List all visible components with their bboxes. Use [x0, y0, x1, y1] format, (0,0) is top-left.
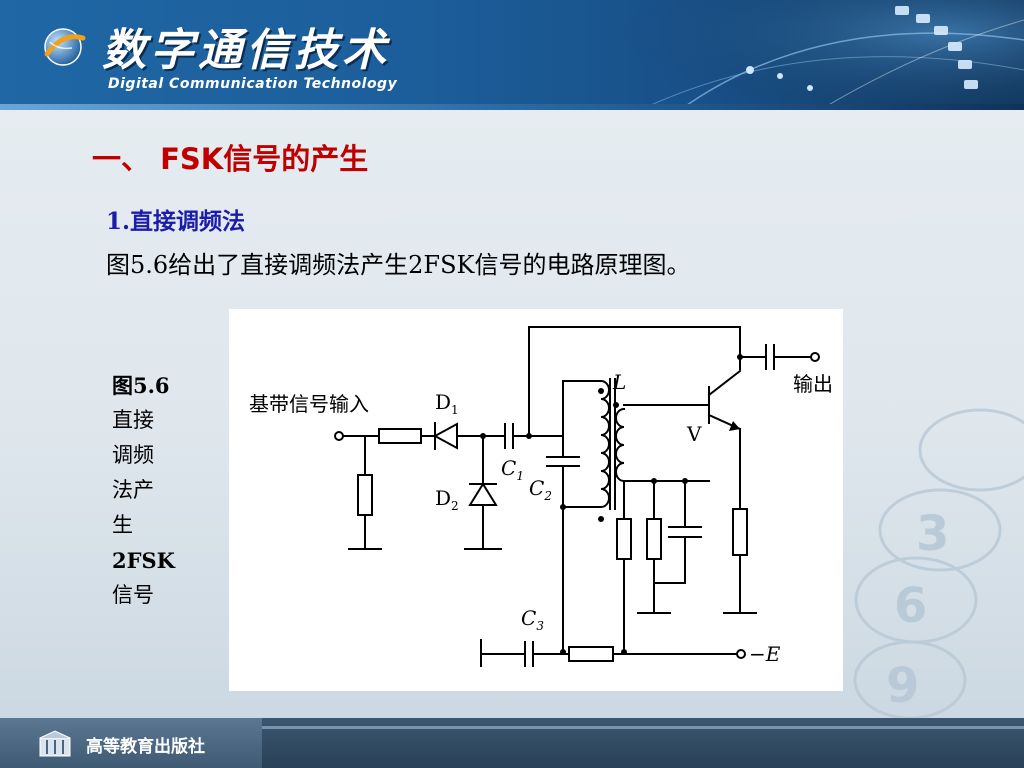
c3-label: C3 — [521, 606, 544, 633]
footer-bar: 高等教育出版社 — [0, 718, 1024, 768]
section-heading: 一、 FSK信号的产生 — [92, 142, 369, 176]
transistor-label: V — [686, 422, 702, 446]
svg-text:3: 3 — [916, 506, 949, 562]
d2-label: D2 — [435, 486, 459, 513]
header-decoration-icon — [620, 0, 1024, 110]
publisher-name: 高等教育出版社 — [86, 737, 205, 757]
c1-label: C1 — [501, 456, 524, 483]
footer-divider — [262, 726, 1024, 729]
caption-line: 调频 — [112, 443, 154, 467]
caption-line: 生 — [112, 513, 133, 537]
header-subtitle: Digital Communication Technology — [108, 76, 398, 92]
inductor-label: L — [612, 370, 626, 394]
circuit-diagram: 基带信号输入 D1 D2 C1 C2 C3 L V 输出 −E — [229, 309, 843, 691]
caption-line: 法产 — [112, 478, 154, 502]
globe-logo-icon — [44, 28, 86, 66]
background-decoration-icon: 3 6 9 — [853, 408, 1024, 720]
caption-line: 信号 — [112, 583, 154, 607]
footer-publisher-panel: 高等教育出版社 — [0, 718, 262, 768]
caption-line: 图5.6 — [112, 373, 170, 398]
c2-label: C2 — [529, 476, 552, 503]
input-label: 基带信号输入 — [249, 392, 369, 416]
caption-line: 直接 — [112, 408, 154, 432]
header-title: 数字通信技术 — [102, 25, 390, 76]
svg-text:9: 9 — [886, 658, 919, 714]
d1-label: D1 — [435, 390, 459, 417]
publisher-logo-icon — [39, 730, 71, 757]
circuit-diagram-svg: 基带信号输入 D1 D2 C1 C2 C3 L V 输出 −E — [249, 326, 833, 667]
supply-label: −E — [749, 642, 781, 666]
header-banner: 数字通信技术 Digital Communication Technology — [0, 0, 1024, 110]
output-label: 输出 — [793, 372, 833, 396]
sub-heading: 1.直接调频法 — [106, 208, 246, 235]
svg-text:6: 6 — [894, 578, 927, 634]
caption-line: 2FSK — [112, 548, 175, 573]
body-paragraph: 图5.6给出了直接调频法产生2FSK信号的电路原理图。 — [106, 251, 691, 279]
figure-caption: 图5.6 直接 调频 法产 生 2FSK 信号 — [112, 368, 192, 613]
